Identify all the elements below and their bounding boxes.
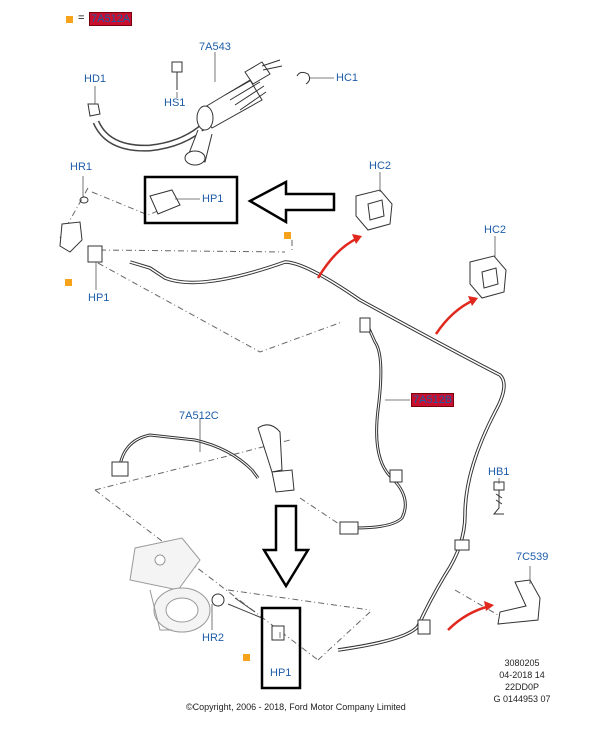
assembly-outline (59, 187, 499, 661)
reference-code-2: 04-2018 14 (499, 670, 545, 680)
label-hc2-b: HC2 (484, 224, 507, 236)
label-hp1-top: HP1 (202, 193, 224, 205)
label-hd1: HD1 (84, 73, 107, 85)
hs1-bolt (171, 61, 183, 90)
hc2-clip-b (469, 255, 507, 299)
hc1-clip (296, 71, 311, 85)
legend-label: 7A512A (89, 12, 133, 26)
label-7c539: 7C539 (516, 551, 549, 563)
label-hc1: HC1 (336, 72, 359, 84)
label-hp1-bottom: HP1 (270, 667, 292, 679)
concentric-slave-cylinder (129, 537, 211, 633)
hr2-ring (211, 593, 225, 607)
hb1-bolt (492, 481, 505, 515)
emphasis-boxes (143, 175, 302, 690)
bracket-7c539 (497, 579, 541, 625)
reference-code-3: 22DD0P (504, 682, 540, 692)
label-hc2-a: HC2 (369, 160, 392, 172)
legend-equals: = (78, 12, 85, 24)
orange-markers (65, 232, 291, 661)
pipe-7a512c (118, 433, 260, 479)
label-7a512b: 7A512B (411, 393, 455, 407)
bleed-pipe-end (227, 597, 263, 619)
label-hr1: HR1 (70, 161, 93, 173)
copyright-notice: ©Copyright, 2006 - 2018, Ford Motor Comp… (186, 702, 406, 712)
secondary-pipe (354, 321, 407, 530)
hc2-clip-a (355, 189, 393, 231)
label-hs1: HS1 (164, 97, 186, 109)
reference-code-4: G 0144953 07 (493, 694, 551, 704)
label-7a512c: 7A512C (179, 410, 219, 422)
hd1-clip (87, 103, 101, 117)
label-hb1: HB1 (488, 466, 510, 478)
red-direction-arrows (316, 236, 491, 631)
legend-marker (66, 16, 73, 23)
label-hr2: HR2 (202, 632, 225, 644)
pointer-arrow-left (247, 179, 336, 225)
label-hp1-left: HP1 (88, 292, 110, 304)
clutch-master-cylinder (149, 59, 283, 215)
hr1-ring (79, 196, 89, 204)
pointer-arrow-down (261, 504, 311, 589)
upper-elbow-connector (59, 221, 83, 253)
leader-lines (82, 52, 531, 638)
label-7a543: 7A543 (199, 41, 231, 53)
reference-code-1: 3080205 (504, 658, 540, 668)
